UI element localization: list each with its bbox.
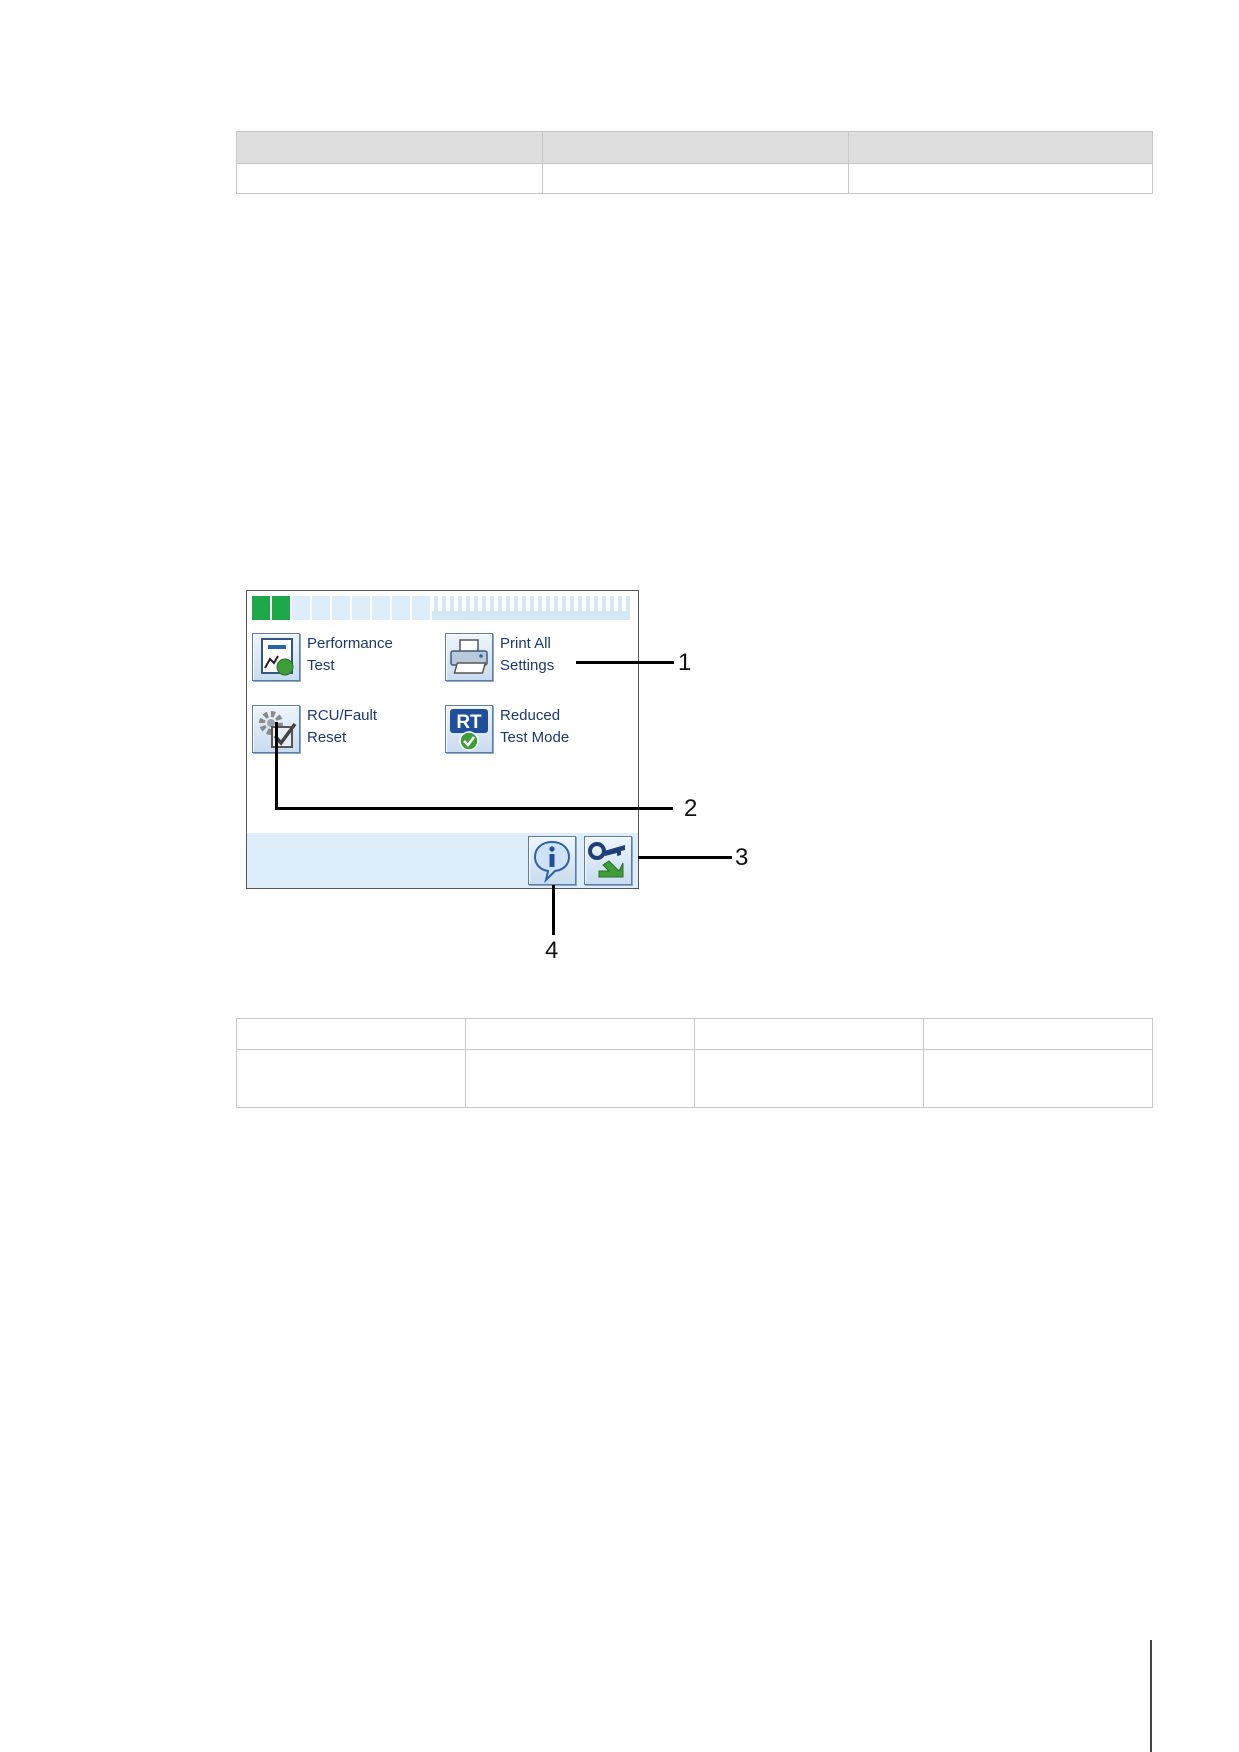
status-tick bbox=[482, 596, 486, 611]
status-tick bbox=[578, 596, 582, 611]
status-tick bbox=[562, 596, 566, 611]
screen-footer bbox=[247, 833, 638, 888]
reduced-test-mode-button[interactable]: RT bbox=[445, 705, 493, 753]
callout-3-leader bbox=[638, 856, 732, 859]
status-tick bbox=[498, 596, 502, 611]
status-tick bbox=[490, 596, 494, 611]
status-tick bbox=[538, 596, 542, 611]
table-cell bbox=[465, 1049, 695, 1108]
rt-check-icon: RT bbox=[450, 709, 488, 751]
table-header-cell bbox=[923, 1018, 1153, 1050]
printer-icon bbox=[450, 639, 488, 674]
status-segment bbox=[372, 596, 390, 620]
status-tick bbox=[458, 596, 462, 611]
info-icon bbox=[533, 840, 571, 884]
table-cell bbox=[848, 163, 1153, 194]
table-cell bbox=[542, 163, 849, 194]
status-segment bbox=[332, 596, 350, 620]
status-segment-active bbox=[252, 596, 270, 620]
page-margin-rule bbox=[1150, 1640, 1152, 1752]
table-header-cell bbox=[236, 1018, 466, 1050]
status-tick bbox=[474, 596, 478, 611]
status-tick-base bbox=[432, 611, 630, 620]
table-header-row bbox=[236, 1018, 1153, 1050]
table-header-cell bbox=[236, 131, 543, 164]
status-tick bbox=[434, 596, 438, 611]
bottom-table bbox=[236, 1018, 1153, 1108]
status-bar bbox=[252, 594, 630, 622]
status-segment-active bbox=[272, 596, 290, 620]
performance-test-label: Performance Test bbox=[307, 635, 393, 674]
callout-3-number: 3 bbox=[735, 844, 749, 871]
table-row bbox=[236, 163, 1153, 194]
callout-4-leader bbox=[552, 885, 555, 935]
table-header-cell bbox=[542, 131, 849, 164]
key-logout-icon bbox=[588, 842, 625, 878]
reduced-test-mode-label: Reduced Test Mode bbox=[500, 707, 570, 746]
callout-2-leader-horizontal bbox=[275, 807, 673, 810]
status-segment bbox=[412, 596, 430, 620]
performance-test-button[interactable] bbox=[252, 633, 300, 681]
status-segment bbox=[392, 596, 410, 620]
callout-2-leader-vertical bbox=[275, 722, 278, 810]
status-tick bbox=[530, 596, 534, 611]
callout-1-number: 1 bbox=[678, 649, 692, 676]
callout-4-number: 4 bbox=[545, 937, 559, 964]
status-tick bbox=[570, 596, 574, 611]
status-tick bbox=[546, 596, 550, 611]
table-cell bbox=[923, 1049, 1153, 1108]
rcu-fault-reset-label: RCU/Fault Reset bbox=[307, 707, 378, 746]
status-tick bbox=[554, 596, 558, 611]
performance-test-icon bbox=[261, 638, 294, 676]
print-all-settings-label: Print All Settings bbox=[500, 635, 555, 674]
device-screen: Performance Test Print All Settings RCU/… bbox=[246, 590, 639, 889]
status-tick bbox=[522, 596, 526, 611]
table-cell bbox=[236, 163, 543, 194]
table-header-cell bbox=[848, 131, 1153, 164]
status-tick bbox=[602, 596, 606, 611]
table-header-cell bbox=[694, 1018, 924, 1050]
table-header-cell bbox=[465, 1018, 695, 1050]
gear-checkbox-icon bbox=[259, 711, 297, 748]
status-tick bbox=[442, 596, 446, 611]
status-tick bbox=[506, 596, 510, 611]
table-cell bbox=[236, 1049, 466, 1108]
info-button[interactable] bbox=[528, 836, 576, 885]
status-segment bbox=[312, 596, 330, 620]
status-tick bbox=[618, 596, 622, 611]
status-tick bbox=[594, 596, 598, 611]
callout-2-number: 2 bbox=[684, 795, 698, 822]
status-tick bbox=[586, 596, 590, 611]
status-tick bbox=[626, 596, 630, 611]
status-tick bbox=[610, 596, 614, 611]
table-cell bbox=[694, 1049, 924, 1108]
status-tick bbox=[450, 596, 454, 611]
logout-button[interactable] bbox=[584, 836, 632, 885]
print-all-settings-button[interactable] bbox=[445, 633, 493, 681]
status-segment bbox=[292, 596, 310, 620]
top-table bbox=[236, 131, 1153, 194]
table-header-row bbox=[236, 131, 1153, 164]
status-tick bbox=[514, 596, 518, 611]
status-segment bbox=[352, 596, 370, 620]
table-row bbox=[236, 1049, 1153, 1108]
status-tick bbox=[466, 596, 470, 611]
callout-1-leader bbox=[576, 661, 674, 664]
svg-text:RT: RT bbox=[456, 712, 482, 733]
